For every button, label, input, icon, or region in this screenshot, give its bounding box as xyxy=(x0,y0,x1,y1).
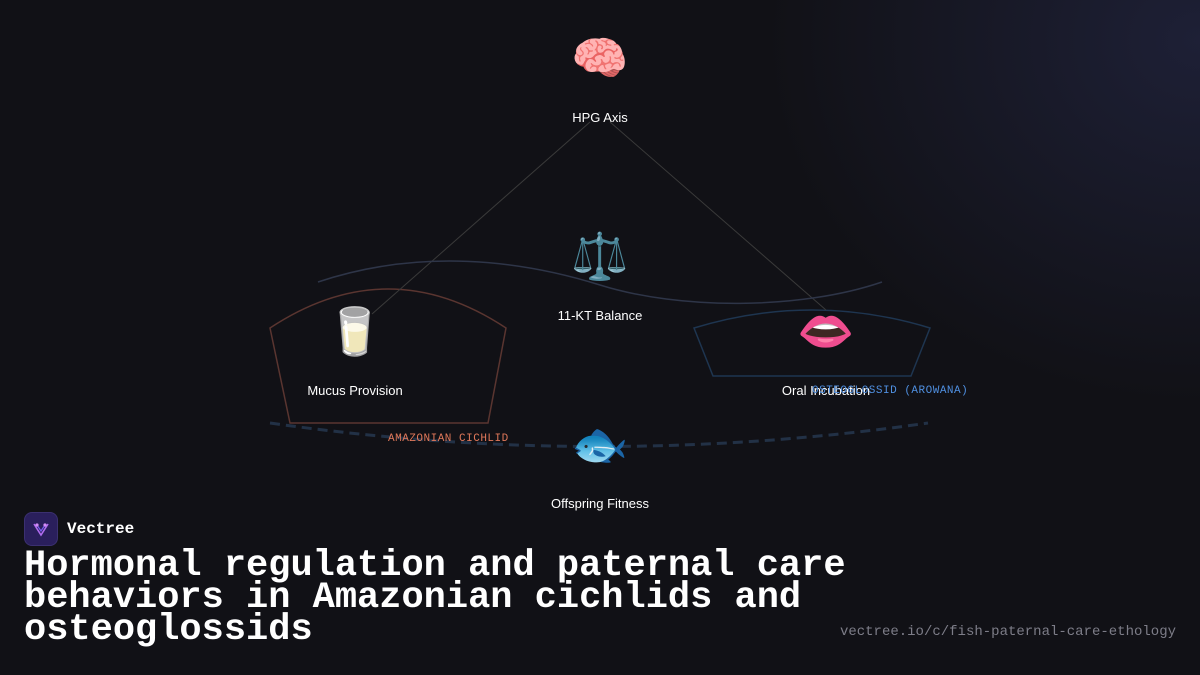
vectree-logo-icon xyxy=(24,512,58,546)
mouth-icon: 👄 xyxy=(797,304,855,358)
brain-icon: 🧠 xyxy=(571,31,629,85)
balance-wave xyxy=(317,260,883,305)
edge-hpg-oral xyxy=(609,121,827,311)
node-mucus-provision: 🥛 Mucus Provision xyxy=(255,303,455,398)
node-label: Mucus Provision xyxy=(307,383,403,398)
node-offspring-fitness: 🐟 Offspring Fitness xyxy=(500,416,700,511)
edge-hpg-mucus xyxy=(371,121,591,315)
brand: Vectree xyxy=(24,512,134,546)
osteoglossid-group-outline xyxy=(693,309,931,377)
balance-scale-icon: ⚖️ xyxy=(571,229,629,283)
node-11kt-balance: ⚖️ 11-KT Balance xyxy=(500,228,700,323)
osteoglossid-group-label: OSTEOGLOSSID (AROWANA) xyxy=(812,385,969,397)
cichlid-group-outline xyxy=(269,288,507,424)
fish-icon: 🐟 xyxy=(571,417,629,471)
page-title: Hormonal regulation and paternal care be… xyxy=(24,545,846,651)
node-label: HPG Axis xyxy=(572,110,628,125)
fitness-dashed-curve xyxy=(269,421,929,448)
cichlid-group-label: AMAZONIAN CICHLID xyxy=(388,433,509,445)
node-hpg-axis: 🧠 HPG Axis xyxy=(500,30,700,125)
source-url[interactable]: vectree.io/c/fish-paternal-care-ethology xyxy=(839,624,1176,640)
node-label: 11-KT Balance xyxy=(557,308,643,323)
node-label: Oral Incubation xyxy=(781,383,871,398)
node-label: Offspring Fitness xyxy=(550,496,650,511)
milk-glass-icon: 🥛 xyxy=(326,304,384,358)
node-oral-incubation: 👄 Oral Incubation xyxy=(726,303,926,398)
brand-name: Vectree xyxy=(67,520,135,538)
